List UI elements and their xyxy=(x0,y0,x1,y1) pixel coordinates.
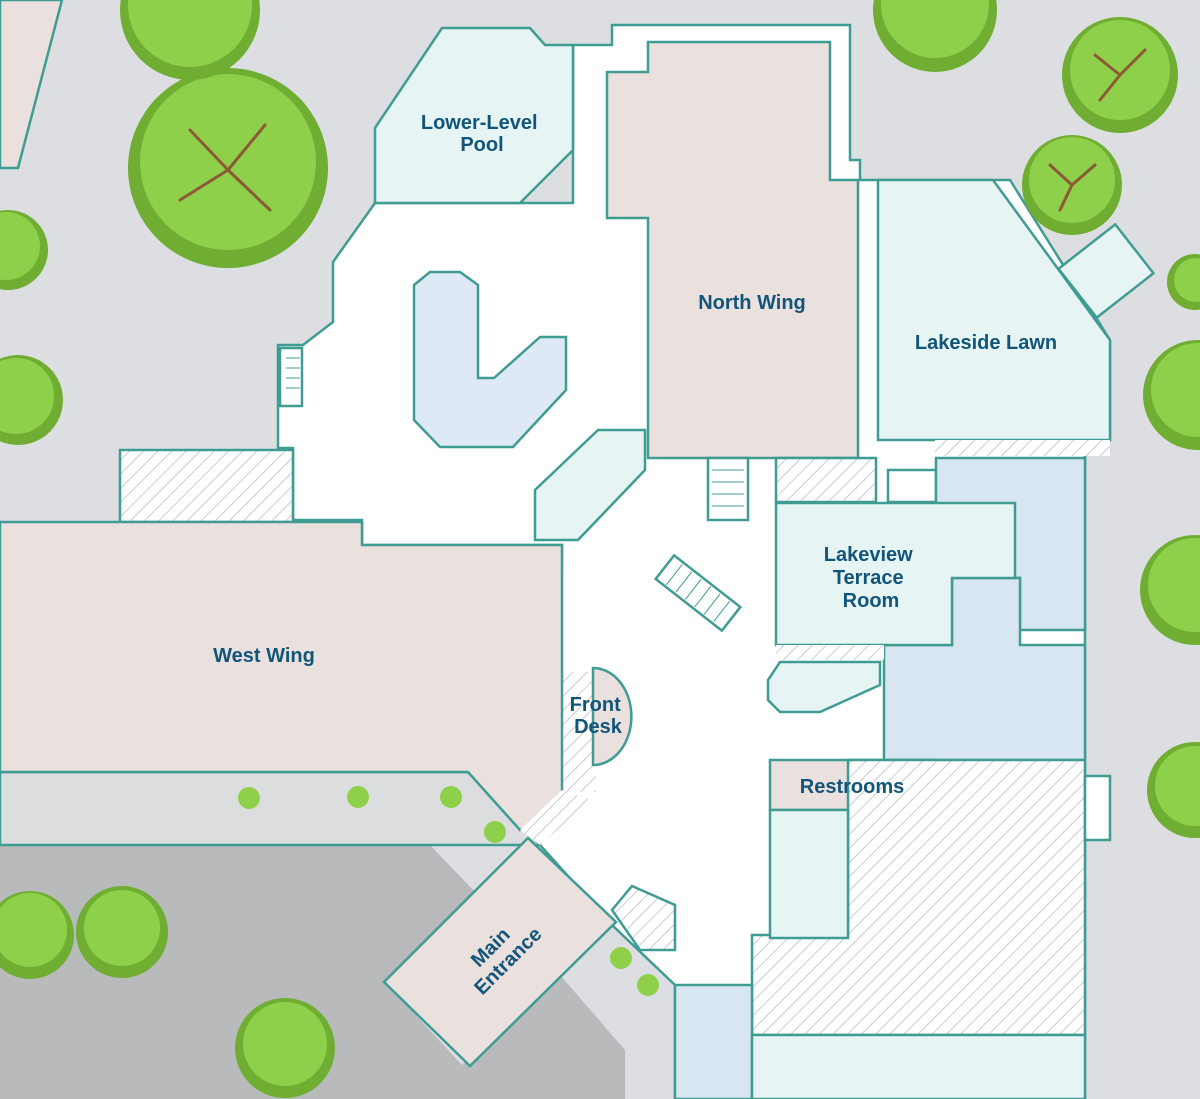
tree-icon xyxy=(1022,135,1122,235)
label-lakeside-lawn: Lakeside Lawn xyxy=(915,332,1057,354)
top-left-building xyxy=(0,0,64,170)
label-west-wing: West Wing xyxy=(213,645,315,667)
tree-icon xyxy=(1062,17,1178,133)
sidewalk xyxy=(0,770,543,847)
east-side-stairs[interactable] xyxy=(1083,774,1112,842)
pool-deck-stairs[interactable] xyxy=(278,346,304,408)
label-north-wing: North Wing xyxy=(698,292,806,314)
label-restrooms: Restrooms xyxy=(800,776,904,798)
terrace-edge-hatch xyxy=(776,645,884,660)
entrance-hatch xyxy=(520,790,592,845)
north-east-stairs[interactable] xyxy=(886,468,938,504)
hatched-service-area-west xyxy=(118,448,295,524)
tree-icon xyxy=(1167,254,1200,310)
tree-icon xyxy=(120,0,260,80)
diagonal-stairs[interactable] xyxy=(653,553,743,633)
label-front-desk: Front Desk xyxy=(570,694,627,738)
tree-icon xyxy=(235,998,335,1098)
lakeside-lawn[interactable] xyxy=(876,178,1112,442)
tree-icon xyxy=(128,68,328,268)
lower-level-pool-room[interactable] xyxy=(373,26,575,205)
tree-icon xyxy=(1147,742,1200,838)
tree-icon xyxy=(1140,535,1200,645)
outdoor-pool[interactable] xyxy=(412,270,568,449)
hatched-strip-north xyxy=(774,456,878,504)
tree-icon xyxy=(0,355,63,445)
tree-icon xyxy=(0,891,74,979)
south-teal-room[interactable] xyxy=(768,808,850,940)
front-desk-hatch xyxy=(562,672,596,792)
southwest-hatched-block xyxy=(610,884,677,952)
tree-icon xyxy=(0,210,48,290)
south-pool-rooms[interactable] xyxy=(750,1033,1087,1099)
north-wing[interactable] xyxy=(605,40,860,460)
label-lakeview-terrace-room: Lakeview Terrace Room xyxy=(824,544,919,612)
front-desk[interactable] xyxy=(591,666,633,767)
shrubs xyxy=(238,786,659,996)
main-entrance[interactable] xyxy=(382,836,618,1068)
tree-icon xyxy=(1143,340,1200,450)
south-blue-corridor[interactable] xyxy=(673,983,754,1099)
pool-lounge[interactable] xyxy=(533,428,647,542)
label-lower-level-pool: Lower-Level Pool xyxy=(421,112,543,156)
tree-icon xyxy=(873,0,997,72)
lawn-gazebo[interactable] xyxy=(1056,222,1156,320)
terrace-lounge[interactable] xyxy=(766,660,882,714)
central-stairs[interactable] xyxy=(706,456,750,522)
tree-icon xyxy=(76,886,168,978)
lawn-edge-hatch xyxy=(935,440,1110,456)
